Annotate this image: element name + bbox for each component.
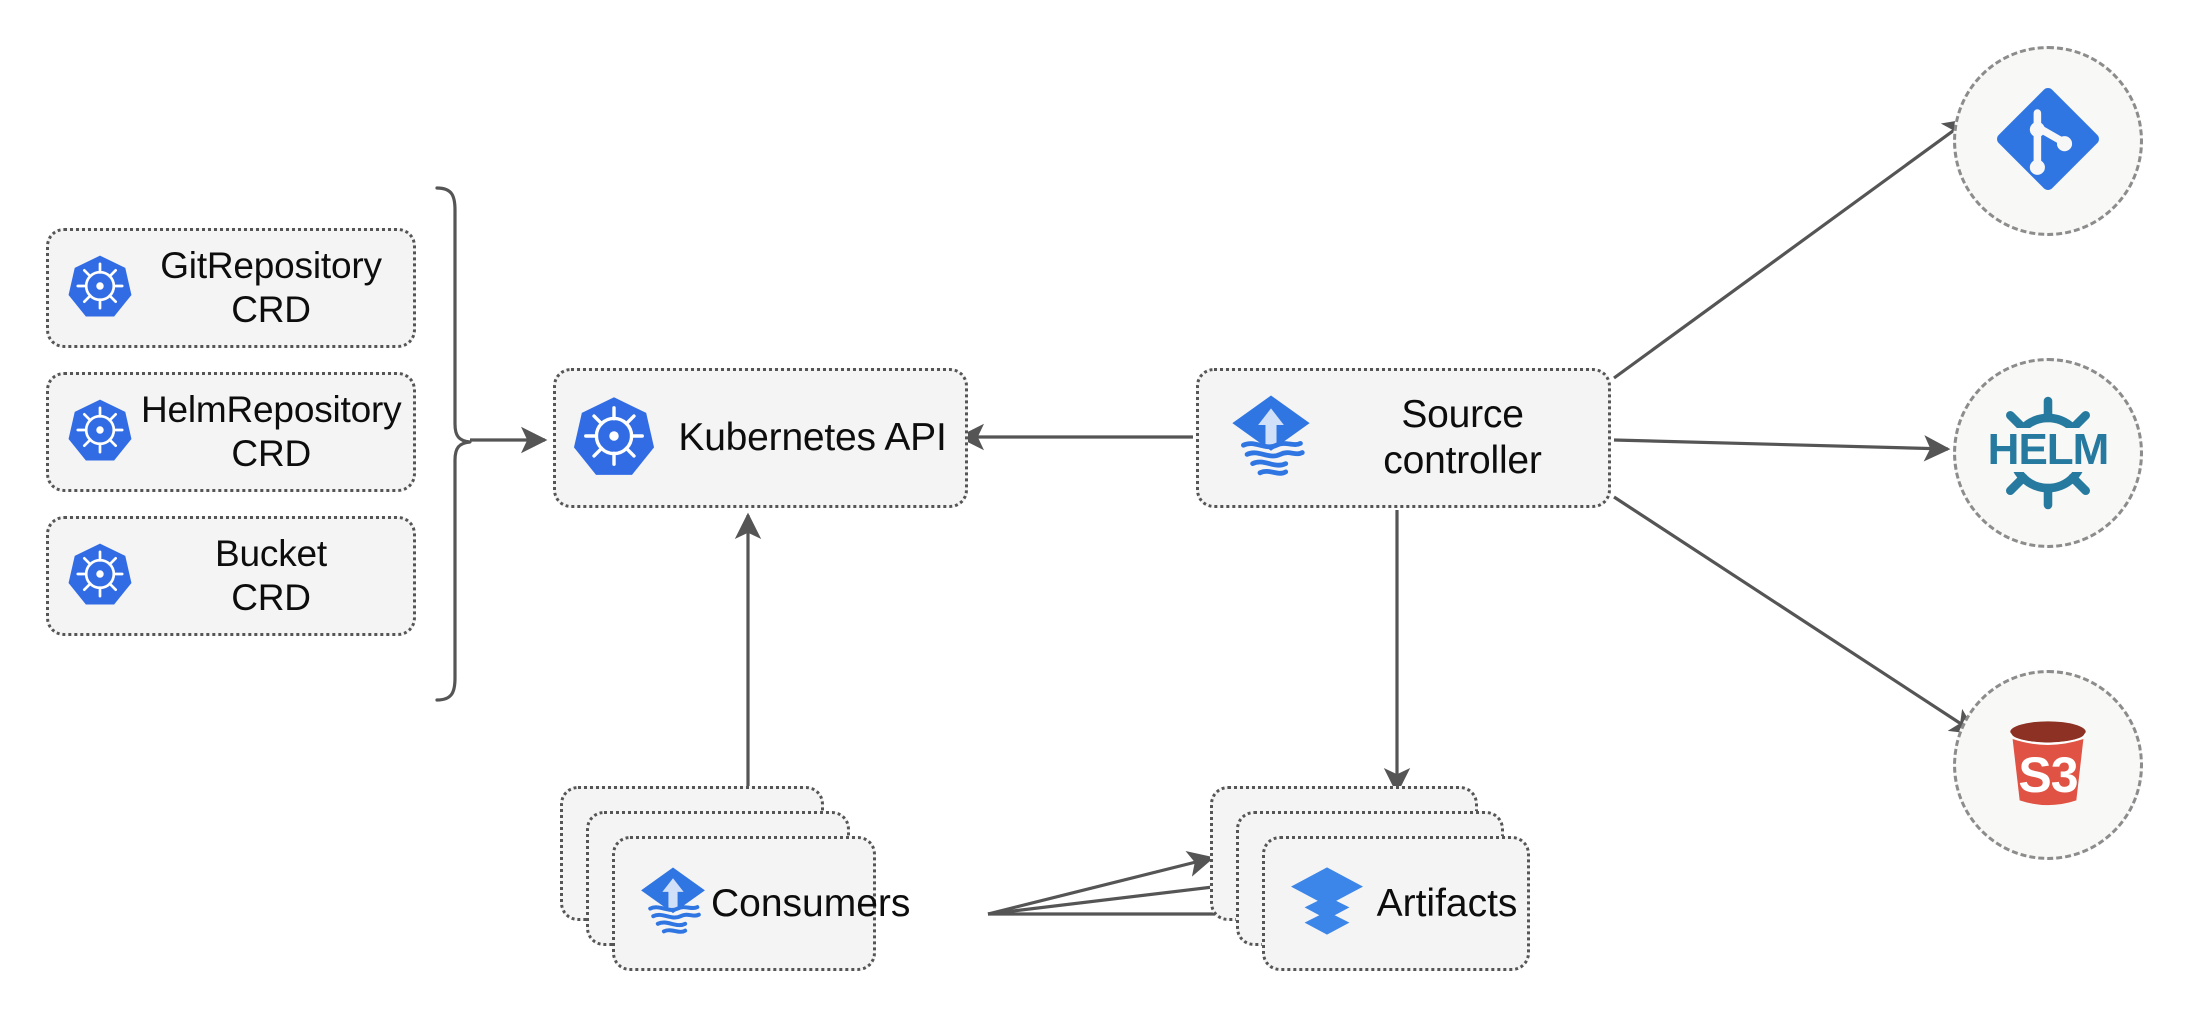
node-label: Consumers: [711, 881, 911, 925]
node-bucket-crd[interactable]: Bucket CRD: [46, 516, 416, 636]
node-helmrepository-crd[interactable]: HelmRepository CRD: [46, 372, 416, 492]
flux-icon: [635, 863, 711, 944]
node-label: GitRepository CRD: [160, 245, 382, 330]
node-label: HelmRepository CRD: [141, 389, 402, 474]
node-gitrepository-crd[interactable]: GitRepository CRD: [46, 228, 416, 348]
artifacts-card-front[interactable]: Artifacts: [1262, 836, 1530, 971]
s3-icon: S3: [1989, 706, 2107, 824]
node-kubernetes-api[interactable]: Kubernetes API: [553, 368, 968, 508]
edge-source-controller-to-helm-source: [1613, 435, 1951, 462]
helm-wordmark: HELM: [1983, 428, 2113, 472]
kubernetes-icon: [67, 253, 133, 324]
node-label: Kubernetes API: [678, 415, 947, 459]
node-artifacts[interactable]: Artifacts: [1210, 786, 1530, 971]
kubernetes-icon: [67, 397, 133, 468]
edge-source-controller-to-s3-source: [1613, 495, 1978, 735]
kubernetes-icon: [572, 394, 656, 483]
edge-consumers-to-artifacts-1: [987, 851, 1215, 916]
kubernetes-icon: [67, 541, 133, 612]
node-label: Bucket CRD: [215, 533, 327, 618]
flux-icon: [1225, 390, 1317, 487]
git-icon: [1989, 80, 2107, 203]
node-git-source[interactable]: [1953, 46, 2143, 236]
node-consumers[interactable]: Consumers: [560, 786, 910, 971]
consumers-card-front[interactable]: Consumers: [612, 836, 910, 971]
node-source-controller[interactable]: Source controller: [1196, 368, 1611, 508]
node-helm-source[interactable]: HELM: [1953, 358, 2143, 548]
crd-group-brace: [435, 186, 472, 702]
helm-icon: HELM: [1983, 388, 2113, 518]
node-s3-source[interactable]: S3: [1953, 670, 2143, 860]
edge-source-controller-to-git-source: [1613, 118, 1970, 380]
s3-wordmark: S3: [2018, 747, 2078, 803]
layers-icon: [1287, 861, 1367, 946]
node-label: Artifacts: [1376, 881, 1518, 925]
edge-consumers-to-artifacts-2: [987, 873, 1241, 916]
node-label: Source controller: [1383, 392, 1542, 482]
